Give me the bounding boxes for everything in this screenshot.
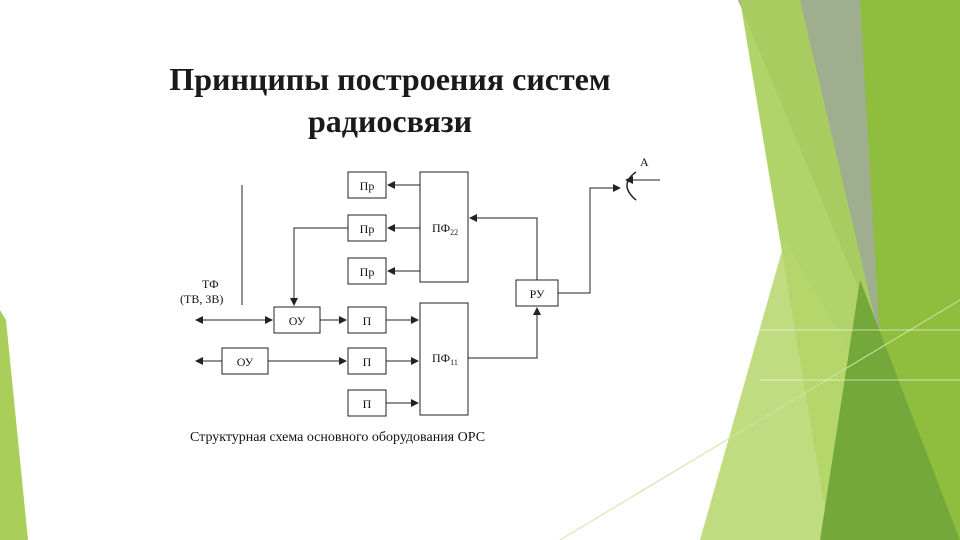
transmitter-block-1: П	[347, 306, 387, 334]
title-line-2: радиосвязи	[307, 103, 473, 139]
receiver-label-2: Пр	[360, 222, 375, 236]
title-line-1: Принципы построения систем	[169, 61, 611, 97]
bg-line-1	[559, 299, 960, 540]
receiver-label-1: Пр	[360, 179, 375, 193]
svg-text:ПФ11: ПФ11	[432, 351, 458, 367]
receiver-label-3: Пр	[360, 265, 375, 279]
transmitter-label-1: П	[363, 314, 372, 328]
filter-tx-subscript: 11	[450, 358, 458, 367]
connections	[195, 176, 660, 407]
splitter-block: РУ	[515, 279, 559, 307]
receiver-block-3: Пр	[347, 257, 387, 285]
terminal-label-1: ОУ	[289, 314, 306, 328]
antenna-icon	[626, 171, 637, 201]
slide-title: Принципы построения систем радиосвязи	[100, 58, 680, 142]
svg-text:ПФ22: ПФ22	[432, 221, 458, 237]
antenna-label: А	[640, 155, 649, 169]
transmitter-block-3: П	[347, 389, 387, 417]
filter-rx-block: ПФ22	[419, 171, 469, 283]
diagram-caption: Структурная схема основного оборудования…	[190, 430, 486, 445]
bg-shape-green-foreground	[820, 280, 960, 540]
terminal-block-2: ОУ	[221, 347, 269, 375]
bg-shape-left-sliver	[0, 310, 28, 540]
filter-tx-block: ПФ11	[419, 302, 469, 416]
transmitter-label-3: П	[363, 397, 372, 411]
terminal-block-1: ОУ	[273, 306, 321, 334]
filter-rx-label: ПФ	[432, 221, 450, 235]
input-sublabel: (ТВ, ЗВ)	[180, 292, 223, 306]
splitter-label: РУ	[530, 287, 545, 301]
input-label: ТФ	[202, 277, 219, 291]
terminal-label-2: ОУ	[237, 355, 254, 369]
bg-shape-green-right	[860, 0, 960, 540]
filter-rx-subscript: 22	[450, 228, 458, 237]
transmitter-label-2: П	[363, 355, 372, 369]
transmitter-block-2: П	[347, 347, 387, 375]
receiver-block-1: Пр	[347, 171, 387, 199]
receiver-block-2: Пр	[347, 214, 387, 242]
filter-tx-label: ПФ	[432, 351, 450, 365]
